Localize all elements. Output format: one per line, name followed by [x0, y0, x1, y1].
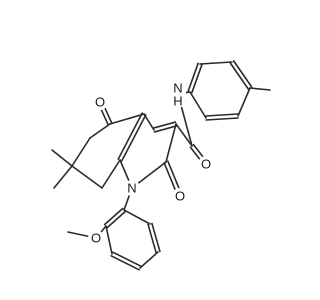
amide-nitrogen-label: N: [173, 81, 182, 96]
ring-nitrogen-label: N: [127, 181, 136, 196]
atom-amide-oxygen: O: [198, 156, 214, 172]
bond-c3-cAm: [175, 123, 193, 147]
bond-c8-c8a: [101, 159, 121, 189]
methoxy-oxygen-label: O: [91, 231, 101, 246]
bond-t5-t6: [189, 91, 207, 119]
molecule-diagram: O N H O O N O: [51, 60, 271, 271]
bonds-layer: [51, 60, 271, 271]
bond-t4-t5-b: [205, 117, 239, 121]
atom-methoxy-oxygen: O: [88, 230, 104, 246]
bond-t2-t3-a: [229, 62, 250, 90]
atom-lactam-oxygen: O: [172, 188, 188, 204]
bond-c4a-c4: [143, 113, 155, 131]
ketone-oxygen-label: O: [95, 95, 105, 110]
atom-ketone-oxygen: O: [92, 94, 108, 110]
bond-c4-c3-b: [152, 121, 177, 129]
bond-t1-t2: [199, 61, 233, 65]
bond-t6-t1-a: [191, 63, 203, 94]
bond-t3-tMe: [249, 87, 271, 91]
bond-a4-a5: [139, 251, 159, 269]
bond-a5-a6-a: [151, 222, 161, 253]
amide-oxygen-label: O: [201, 157, 211, 172]
bond-c7-me1: [51, 149, 73, 167]
bond-c8a-c4a-a: [120, 114, 147, 162]
bond-a2-a3: [105, 225, 113, 255]
bond-c4-c3-a: [153, 125, 178, 133]
structure-svg: O N H O O N O: [51, 60, 271, 271]
atoms-layer: O N H O O N O: [88, 81, 214, 246]
bond-c3-c2: [165, 123, 177, 163]
bond-c8a-c4a-b: [117, 112, 144, 160]
bond-c6-c7: [71, 137, 91, 167]
bond-a1-a2-a: [103, 207, 124, 226]
bond-a3-a4-a: [110, 254, 140, 271]
bond-t6-t1-b: [187, 62, 199, 93]
bond-a6-a1: [123, 209, 151, 225]
atom-amide-nitrogen: N H: [170, 81, 186, 109]
bond-c5-c4a: [109, 113, 145, 125]
bond-a1-a2-b: [106, 210, 127, 229]
bond-a5-a6-b: [147, 223, 157, 254]
bond-c7-c8: [71, 165, 103, 189]
amide-hydrogen-label: H: [173, 94, 182, 109]
bond-c7-me2: [53, 165, 73, 189]
lactam-oxygen-label: O: [175, 189, 185, 204]
atom-ring-nitrogen: N: [124, 180, 140, 196]
bond-t2-t3-b: [232, 60, 253, 88]
bond-t4-t5-a: [205, 113, 239, 117]
bond-t3-t4: [237, 87, 251, 117]
bond-c5-c6: [89, 123, 111, 139]
bond-a3-a4-b: [112, 251, 142, 268]
